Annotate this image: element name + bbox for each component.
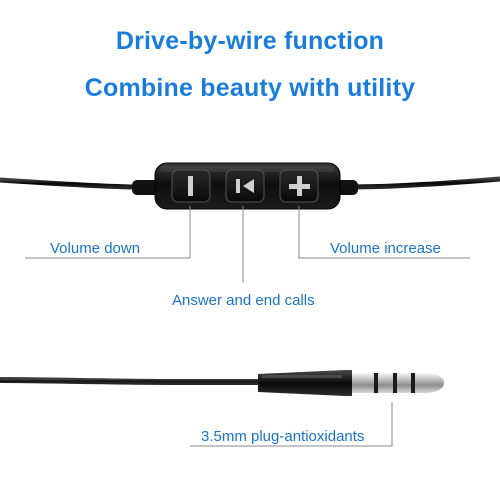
minus-icon [188, 176, 193, 196]
remote-cable [0, 162, 500, 210]
headline-beauty-utility: Combine beauty with utility [84, 74, 416, 102]
leader-plug [190, 402, 393, 447]
cable-right-upper [349, 176, 500, 190]
plug-ring-2 [378, 373, 393, 393]
plug-housing [258, 370, 352, 396]
volume-down-button [171, 169, 211, 203]
callout-volume-down: Volume down [50, 240, 141, 257]
headline-drive-by-wire: Drive-by-wire function [115, 27, 385, 55]
strain-relief-left [132, 180, 160, 195]
callout-answer-end-calls: Answer and end calls [172, 292, 315, 309]
leader-volume-down [25, 206, 191, 259]
plug-ring-4 [397, 373, 411, 393]
plug-tip [415, 373, 444, 393]
plug-ring-1 [374, 373, 378, 393]
plug-cable [0, 370, 444, 396]
leader-volume-up [298, 206, 470, 259]
plug-sleeve [352, 373, 374, 393]
plug-ring-5 [411, 373, 415, 393]
cable-left-upper [0, 177, 141, 190]
volume-up-button [279, 169, 319, 203]
callout-volume-increase: Volume increase [330, 240, 441, 257]
plus-icon [289, 176, 310, 196]
leader-lines [25, 206, 470, 447]
plug-ring-3 [393, 373, 397, 393]
play-pause-icon [236, 179, 254, 193]
cable-lower [0, 377, 262, 385]
answer-end-call-button [225, 169, 265, 203]
callout-plug: 3.5mm plug-antioxidants [201, 428, 365, 445]
